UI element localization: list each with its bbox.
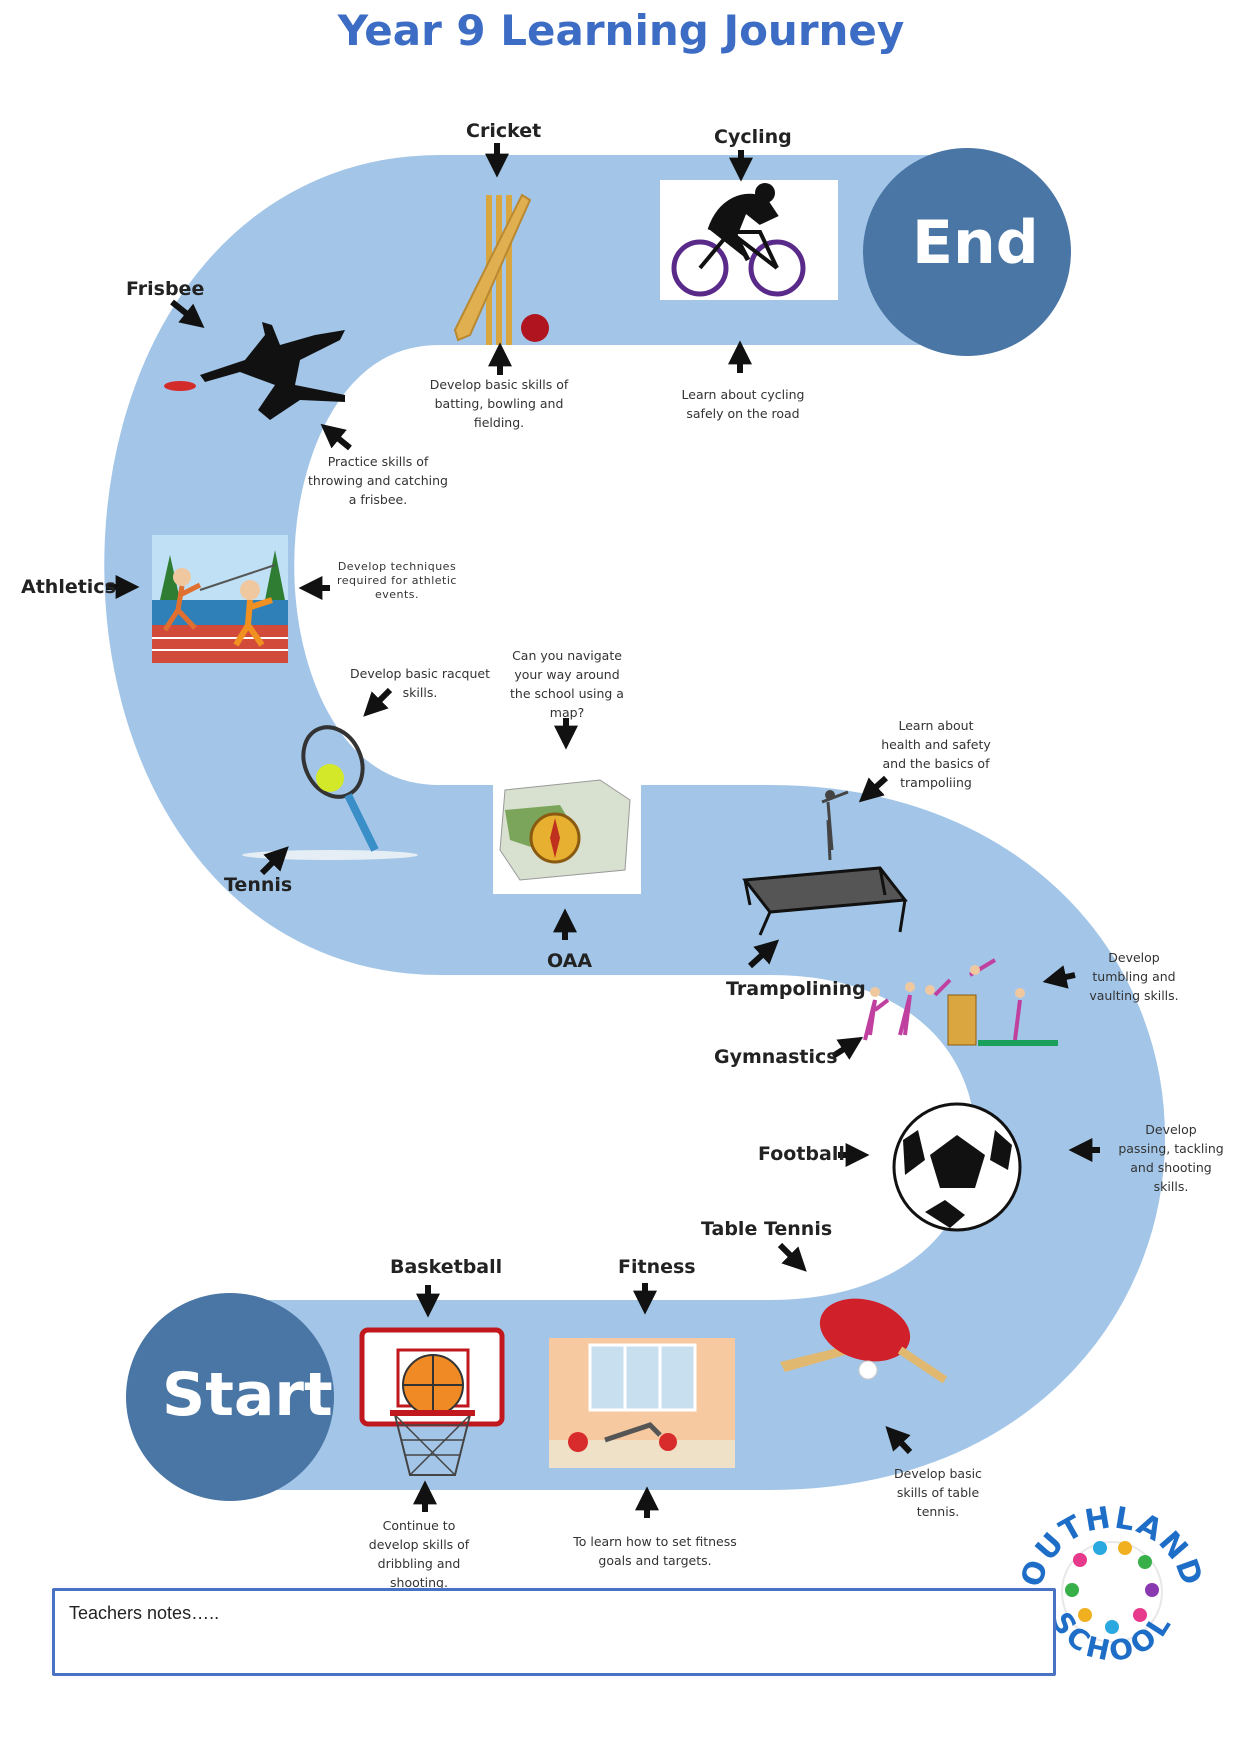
- gymnastics-label-arrow: [831, 1036, 864, 1060]
- station-label-table-tennis: Table Tennis: [701, 1218, 833, 1240]
- station-note-trampolining: Learn about health and safety and the ba…: [881, 718, 991, 790]
- page-title: Year 9 Learning Journey: [337, 6, 905, 55]
- station-note-athletics: Develop techniques required for athletic…: [337, 560, 457, 601]
- frisbee-picture: [164, 322, 345, 420]
- table-tennis-note-arrow: [885, 1426, 913, 1455]
- arrows: [106, 143, 1100, 1518]
- football-picture: [892, 1102, 1022, 1232]
- logo-bottom-text: SCHOOL: [1045, 1606, 1176, 1668]
- station-note-cricket: Develop basic skills of batting, bowling…: [429, 377, 569, 430]
- trampolining-note-arrow: [858, 775, 889, 803]
- station-label-cycling: Cycling: [714, 126, 792, 148]
- table-tennis-label-arrow: [777, 1242, 807, 1272]
- start-label: Start: [162, 1360, 333, 1430]
- station-note-cycling: Learn about cycling safely on the road: [681, 387, 805, 421]
- athletics-picture: [152, 535, 288, 663]
- station-label-trampolining: Trampolining: [726, 978, 866, 1000]
- teachers-notes-label: Teachers notes…..: [69, 1603, 220, 1623]
- station-label-oaa: OAA: [547, 950, 593, 972]
- station-label-frisbee: Frisbee: [126, 278, 205, 300]
- end-label: End: [912, 208, 1039, 278]
- station-note-basketball: Continue to develop skills of dribbling …: [368, 1518, 470, 1590]
- table-tennis-picture: [780, 1298, 948, 1384]
- tennis-label-arrow: [259, 846, 289, 876]
- tennis-note-arrow: [363, 687, 393, 717]
- station-label-fitness: Fitness: [618, 1256, 696, 1278]
- station-label-football: Football: [758, 1143, 845, 1165]
- frisbee-note-arrow: [320, 423, 352, 451]
- station-note-football: Develop passing, tackling and shooting s…: [1118, 1122, 1224, 1194]
- gymnastics-picture: [863, 958, 1058, 1046]
- basketball-picture: [359, 1327, 505, 1476]
- station-note-fitness: To learn how to set fitness goals and ta…: [573, 1534, 737, 1568]
- logo-figures: [1065, 1541, 1159, 1634]
- gymnastics-note-arrow: [1042, 965, 1076, 989]
- teachers-notes-box[interactable]: Teachers notes…..: [52, 1588, 1056, 1676]
- fitness-picture: [549, 1338, 735, 1468]
- station-note-tennis: Develop basic racquet skills.: [350, 666, 490, 700]
- station-label-cricket: Cricket: [466, 120, 542, 142]
- start-circle: [126, 1293, 334, 1501]
- station-note-gymnastics: Develop tumbling and vaulting skills.: [1089, 950, 1179, 1003]
- trampolining-label-arrow: [747, 939, 780, 969]
- oaa-picture: [493, 762, 641, 894]
- svg-text:SCHOOL: SCHOOL: [1045, 1606, 1180, 1668]
- cycling-picture: [660, 180, 838, 300]
- station-label-athletics: Athletics: [21, 576, 116, 598]
- station-label-basketball: Basketball: [390, 1256, 503, 1278]
- frisbee-label-arrow: [170, 299, 205, 328]
- end-circle: [863, 148, 1071, 356]
- station-note-table-tennis: Develop basic skills of table tennis.: [894, 1466, 982, 1519]
- station-note-frisbee: Practice skills of throwing and catching…: [308, 454, 448, 507]
- trampoline-picture: [742, 790, 908, 936]
- station-note-oaa: Can you navigate your way around the sch…: [510, 648, 624, 720]
- cricket-picture: [453, 193, 549, 345]
- station-label-tennis: Tennis: [224, 874, 293, 896]
- station-label-gymnastics: Gymnastics: [714, 1046, 838, 1068]
